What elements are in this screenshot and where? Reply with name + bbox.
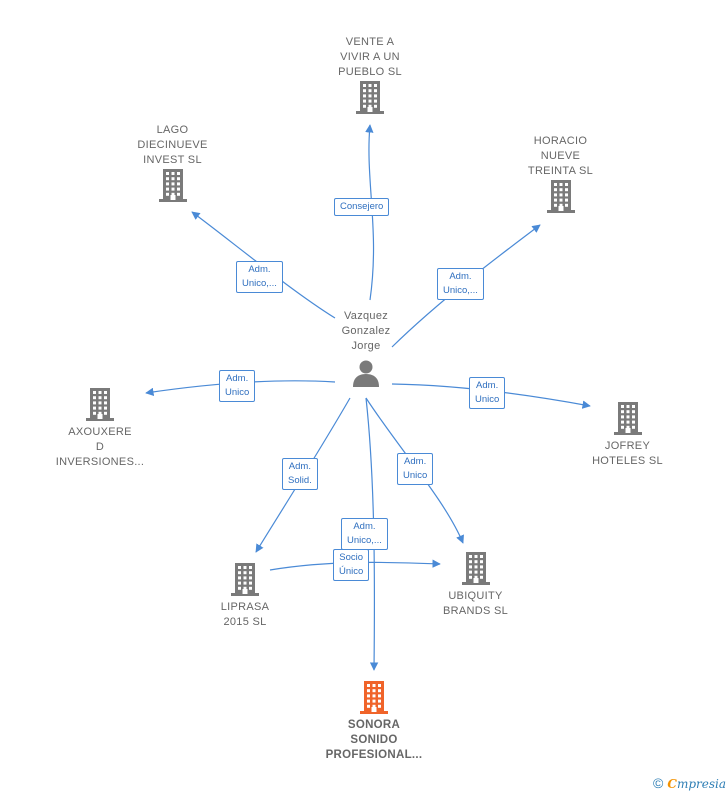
company-name: VENTE A VIVIR A UN PUEBLO SL [338,36,402,78]
company-node-vente[interactable]: VENTE A VIVIR A UN PUEBLO SL [310,35,430,114]
company-node-sonora[interactable]: SONORA SONIDO PROFESIONAL... [309,680,439,763]
relation-label-ubiquity[interactable]: Adm. Unico [397,453,434,485]
company-name: JOFREY HOTELES SL [592,440,663,467]
relation-label-sonora[interactable]: Adm. Unico,... [341,518,388,550]
footer-brand[interactable]: ©Cmpresia [653,775,726,791]
company-name: UBIQUITY BRANDS SL [442,590,509,617]
company-name: SONORA SONIDO PROFESIONAL... [325,719,423,761]
company-name: LIPRASA 2015 SL [220,601,270,628]
relation-label-jofrey[interactable]: Adm. Unico [469,377,506,409]
building-icon [309,680,439,714]
relation-label-horacio[interactable]: Adm. Unico,... [437,268,484,300]
company-name: HORACIO NUEVE TREINTA SL [527,135,594,177]
relation-label-socio[interactable]: Socio Único [333,549,370,581]
company-name: AXOUXERE D INVERSIONES... [55,426,145,468]
building-icon [190,562,300,596]
person-icon [353,360,379,387]
brand-name: mpresia [676,777,726,791]
brand-initial: C [667,777,677,791]
relation-label-lago[interactable]: Adm. Unico,... [236,261,283,293]
relation-label-liprasa[interactable]: Adm. Solid. [282,458,318,490]
relation-label-axouxere[interactable]: Adm. Unico [219,370,256,402]
person-node[interactable]: Vazquez Gonzalez Jorge [318,309,414,388]
company-node-ubiquity[interactable]: UBIQUITY BRANDS SL [418,551,533,619]
company-node-lago[interactable]: LAGO DIECINUEVE INVEST SL [115,123,230,202]
company-node-jofrey[interactable]: JOFREY HOTELES SL [570,401,685,469]
building-icon [570,401,685,435]
company-node-axouxere[interactable]: AXOUXERE D INVERSIONES... [40,387,160,470]
person-name: Vazquez Gonzalez Jorge [341,310,391,352]
relation-label-consejero[interactable]: Consejero [334,198,390,216]
building-icon [503,179,618,213]
building-icon [115,168,230,202]
copyright-symbol: © [653,775,664,791]
building-icon [310,80,430,114]
company-name: LAGO DIECINUEVE INVEST SL [137,124,208,166]
building-icon [40,387,160,421]
building-icon [418,551,533,585]
company-node-horacio[interactable]: HORACIO NUEVE TREINTA SL [503,134,618,213]
company-node-liprasa[interactable]: LIPRASA 2015 SL [190,562,300,630]
